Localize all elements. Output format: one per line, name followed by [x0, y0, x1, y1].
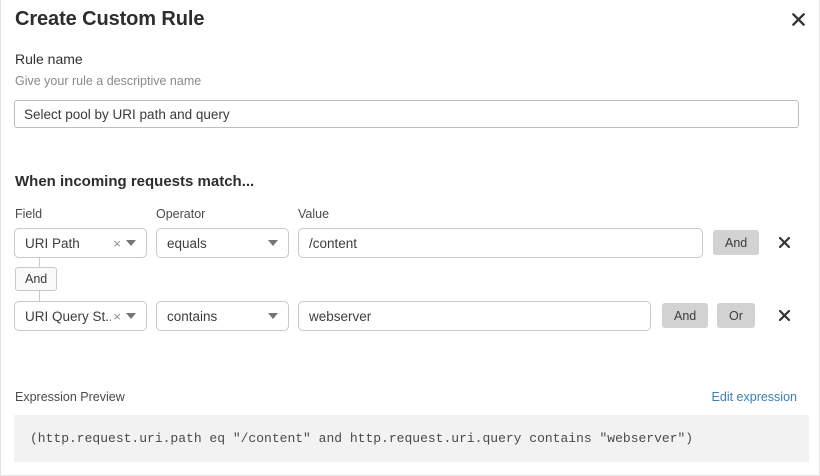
logic-and-button-2[interactable]: And: [662, 303, 709, 328]
logic-and-button-1[interactable]: And: [713, 230, 760, 255]
close-glyph: [791, 12, 805, 26]
logic-or-button-2[interactable]: Or: [717, 303, 755, 328]
operator-select-1[interactable]: equals: [156, 228, 289, 258]
column-header-operator: Operator: [156, 207, 206, 221]
delete-condition-button-2[interactable]: [773, 304, 795, 326]
group-logic-chip-and[interactable]: And: [15, 267, 58, 291]
expression-preview-text: (http.request.uri.path eq "/content" and…: [30, 431, 694, 446]
operator-select-2-value: contains: [167, 308, 218, 324]
column-header-field: Field: [15, 207, 43, 221]
conditions-heading: When incoming requests match...: [15, 173, 255, 190]
condition-row: URI Query St... × contains And Or: [1, 301, 819, 331]
edit-expression-link[interactable]: Edit expression: [711, 390, 797, 404]
operator-select-1-value: equals: [167, 235, 207, 251]
close-icon: [778, 236, 790, 248]
value-input-1[interactable]: [298, 228, 703, 258]
rule-name-label: Rule name: [15, 51, 83, 67]
delete-condition-button-1[interactable]: [773, 231, 795, 253]
close-small-icon[interactable]: ×: [113, 235, 121, 251]
chevron-down-icon[interactable]: [126, 313, 136, 319]
expression-preview-label: Expression Preview: [15, 390, 125, 404]
rule-name-help-text: Give your rule a descriptive name: [15, 74, 202, 88]
close-icon: [778, 309, 790, 321]
chevron-down-icon[interactable]: [268, 240, 278, 246]
chevron-down-icon[interactable]: [126, 240, 136, 246]
dialog-title: Create Custom Rule: [15, 8, 205, 30]
field-select-1-value: URI Path: [25, 235, 80, 251]
field-select-2[interactable]: URI Query St... ×: [14, 301, 147, 331]
chevron-down-icon[interactable]: [268, 313, 278, 319]
operator-select-2[interactable]: contains: [156, 301, 289, 331]
close-icon[interactable]: [785, 6, 811, 32]
field-select-1[interactable]: URI Path ×: [14, 228, 147, 258]
column-header-value: Value: [298, 207, 330, 221]
expression-preview-box: (http.request.uri.path eq "/content" and…: [14, 415, 809, 462]
field-select-2-value: URI Query St...: [25, 308, 112, 324]
value-input-2[interactable]: [298, 301, 651, 331]
condition-row: URI Path × equals And: [1, 228, 819, 258]
close-small-icon[interactable]: ×: [113, 308, 121, 324]
rule-name-input[interactable]: [14, 100, 799, 128]
